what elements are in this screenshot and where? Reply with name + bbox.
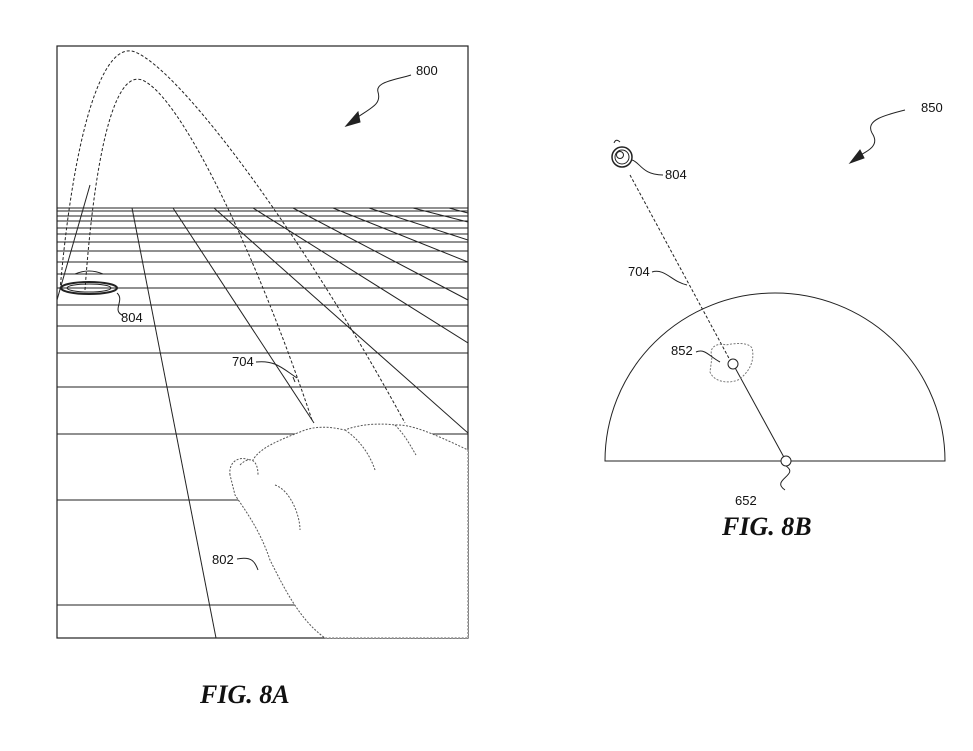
grid-perspective-line — [448, 207, 468, 214]
leader-704 — [651, 270, 688, 286]
grid-perspective-line — [131, 207, 217, 638]
fig-8b — [604, 109, 946, 491]
leader-852 — [695, 350, 721, 363]
fig-8a: 800 804 704 802 FIG. 8A — [56, 45, 469, 709]
target-ring-804 — [60, 270, 118, 295]
leader-652 — [780, 465, 791, 491]
ray-704 — [629, 174, 732, 363]
label-804: 804 — [121, 310, 143, 325]
floor-grid — [57, 207, 468, 638]
scene-frame — [56, 45, 469, 639]
ray-arcs — [57, 50, 406, 424]
hand-point-852 — [727, 358, 739, 370]
leader-850 — [854, 109, 906, 159]
label-802: 802 — [212, 552, 234, 567]
grid-perspective-line — [368, 207, 468, 241]
hand-icon — [709, 342, 754, 383]
grid-perspective-line — [213, 207, 468, 434]
arc-inner — [84, 78, 313, 421]
caption-fig-8a: FIG. 8A — [199, 680, 290, 709]
hand-802 — [229, 423, 469, 639]
label-804-b: 804 — [665, 167, 687, 182]
reach-hemisphere — [604, 292, 946, 462]
label-850: 850 — [921, 100, 943, 115]
label-800: 800 — [416, 63, 438, 78]
leader-lines — [116, 74, 412, 571]
target-804 — [611, 139, 633, 168]
label-852: 852 — [671, 343, 693, 358]
grid-perspective-line — [332, 207, 468, 263]
grid-perspective-line — [412, 207, 468, 223]
grid-perspective-line — [292, 207, 468, 301]
label-652: 652 — [735, 493, 757, 508]
arc-left-line — [57, 184, 91, 301]
caption-fig-8b: FIG. 8B — [721, 512, 812, 541]
label-704: 704 — [232, 354, 254, 369]
arrowhead-850 — [848, 149, 865, 165]
leader-804 — [631, 159, 664, 176]
arm-line — [732, 363, 787, 462]
grid-perspective-line — [172, 207, 315, 424]
origin-point-652 — [780, 455, 792, 467]
label-704-b: 704 — [628, 264, 650, 279]
arc-outer — [59, 50, 406, 424]
